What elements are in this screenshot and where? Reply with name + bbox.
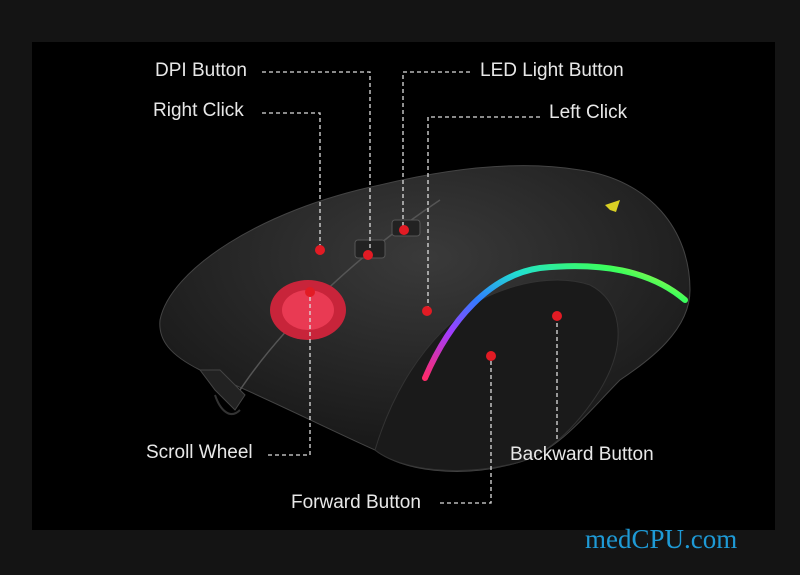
callout-lines — [262, 71, 558, 504]
dot-forward — [486, 351, 496, 361]
dot-left-click — [422, 306, 432, 316]
label-backward-button: Backward Button — [510, 444, 654, 465]
dot-dpi — [363, 250, 373, 260]
label-led-light-button: LED Light Button — [480, 60, 624, 81]
callout-dots — [305, 225, 562, 361]
logo-icon — [605, 200, 620, 212]
callout-line-dpi — [262, 71, 371, 255]
label-left-click: Left Click — [549, 102, 628, 123]
dot-led — [399, 225, 409, 235]
callout-line-right-click — [262, 112, 321, 250]
callout-line-led — [402, 71, 470, 230]
label-scroll-wheel: Scroll Wheel — [146, 442, 253, 463]
callout-line-left-click — [427, 116, 540, 311]
label-dpi-button: DPI Button — [155, 60, 247, 81]
dot-scroll — [305, 287, 315, 297]
rgb-light-strip — [422, 263, 688, 381]
dot-backward — [552, 311, 562, 321]
label-right-click: Right Click — [153, 100, 244, 121]
callout-line-forward — [440, 356, 492, 504]
dot-right-click — [315, 245, 325, 255]
label-forward-button: Forward Button — [291, 492, 421, 513]
callout-line-scroll — [268, 292, 311, 456]
watermark: medCPU.com — [585, 524, 738, 554]
